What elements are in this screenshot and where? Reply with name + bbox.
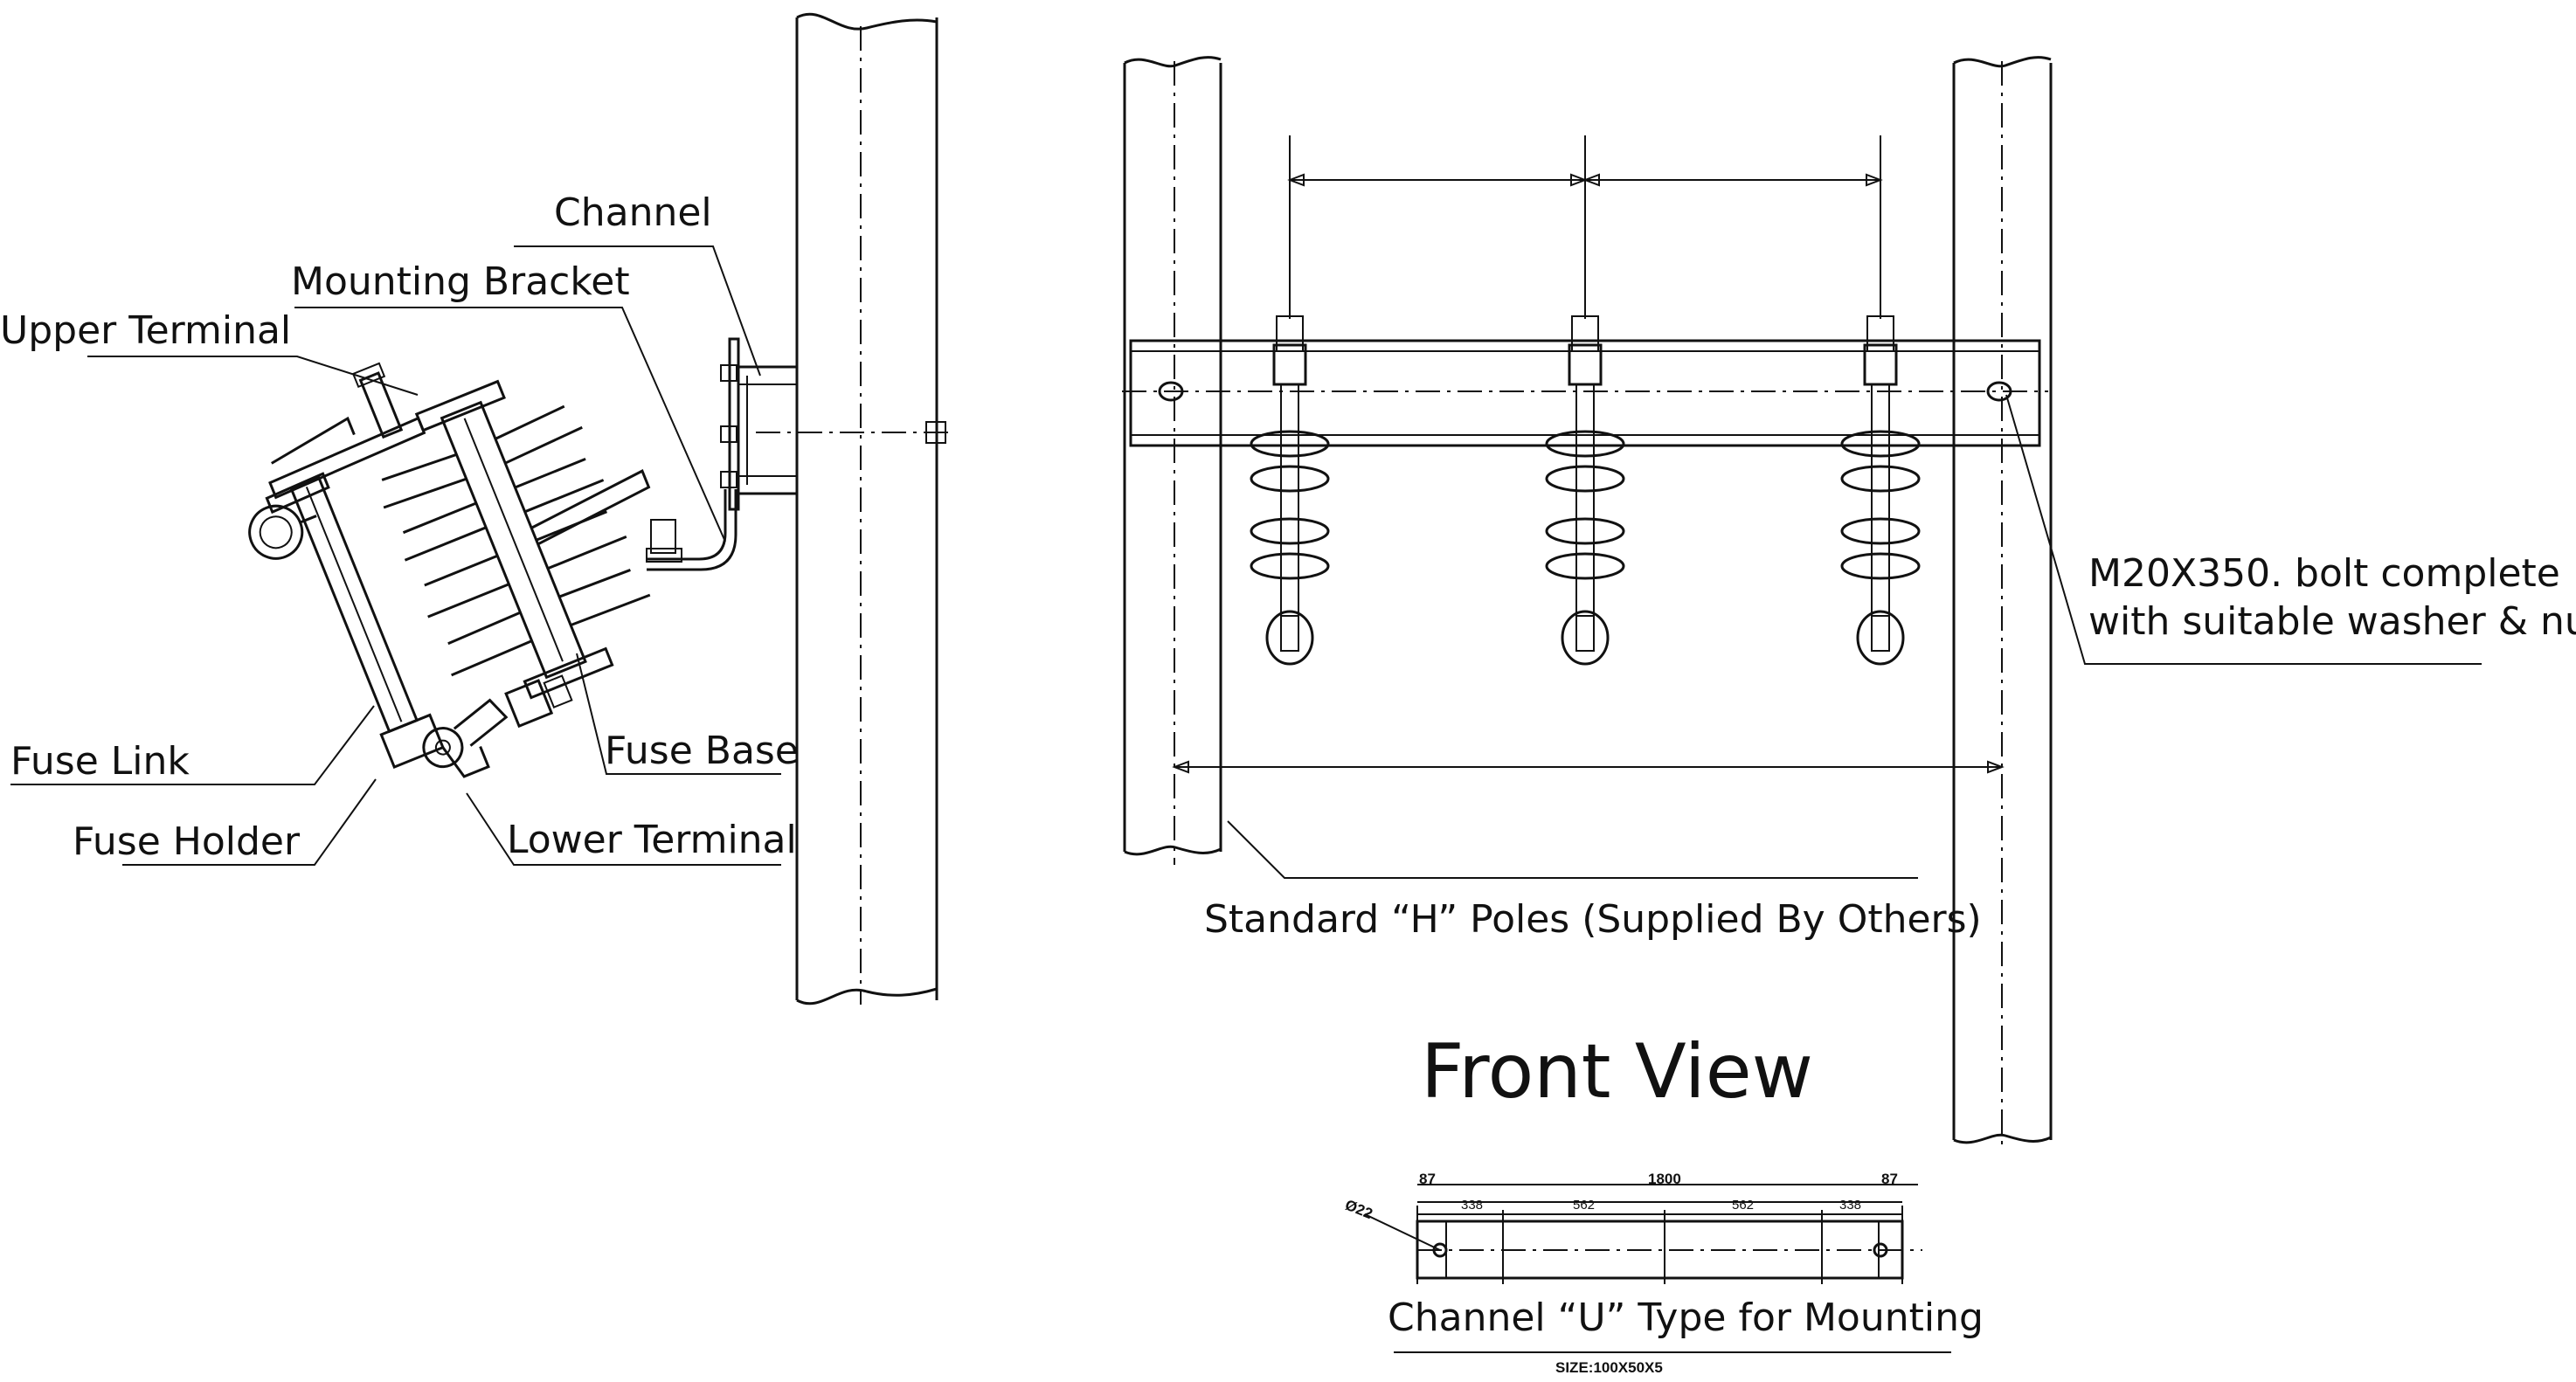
dim-seg4: 338 bbox=[1839, 1198, 1861, 1213]
mounting-bracket bbox=[646, 489, 737, 571]
label-bolt-line1: M20X350. bolt complete bbox=[2088, 551, 2560, 596]
label-channel-type: Channel “U” Type for Mounting bbox=[1388, 1296, 1984, 1340]
label-upper-terminal: Upper Terminal bbox=[0, 308, 291, 353]
front-view-labels: M20X350. bolt complete with suitable was… bbox=[1204, 394, 2576, 1116]
front-view-insulator-3 bbox=[1840, 135, 1921, 666]
dim-left-end: 87 bbox=[1419, 1171, 1436, 1187]
label-poles: Standard “H” Poles (Supplied By Others) bbox=[1204, 897, 1982, 942]
front-view-right-pole bbox=[1952, 56, 2053, 1149]
label-channel: Channel bbox=[554, 190, 712, 235]
dim-right-end: 87 bbox=[1881, 1171, 1898, 1187]
label-bolt-line2: with suitable washer & nut bbox=[2088, 599, 2576, 644]
dim-total: 1800 bbox=[1648, 1171, 1681, 1187]
front-view-title: Front View bbox=[1421, 1028, 1813, 1116]
label-lower-terminal: Lower Terminal bbox=[507, 818, 797, 862]
front-view-insulator-2 bbox=[1545, 135, 1625, 666]
label-fuse-link: Fuse Link bbox=[10, 739, 190, 784]
front-view-dimensions bbox=[1172, 173, 2005, 774]
dim-seg3: 562 bbox=[1732, 1198, 1754, 1213]
side-view-channel bbox=[720, 337, 799, 511]
label-fuse-base: Fuse Base bbox=[605, 729, 799, 773]
side-view-labels: Channel Mounting Bracket Upper Terminal … bbox=[0, 190, 799, 866]
front-view-cross-arm bbox=[1122, 339, 2048, 447]
label-mounting-bracket: Mounting Bracket bbox=[291, 259, 630, 304]
front-view-insulator-1 bbox=[1250, 135, 1330, 666]
front-view-left-pole bbox=[1123, 56, 1222, 865]
label-channel-size: SIZE:100X50X5 bbox=[1555, 1359, 1663, 1376]
dim-seg2: 562 bbox=[1573, 1198, 1595, 1213]
dim-seg1: 338 bbox=[1461, 1198, 1483, 1213]
fuse-cutout bbox=[248, 362, 651, 778]
side-view-pole bbox=[756, 12, 948, 1005]
label-fuse-holder: Fuse Holder bbox=[73, 819, 301, 864]
dim-hole: Ø22 bbox=[1343, 1197, 1375, 1223]
channel-detail: 87 1800 87 338 562 562 338 Ø22 Channel “… bbox=[1343, 1171, 1984, 1376]
